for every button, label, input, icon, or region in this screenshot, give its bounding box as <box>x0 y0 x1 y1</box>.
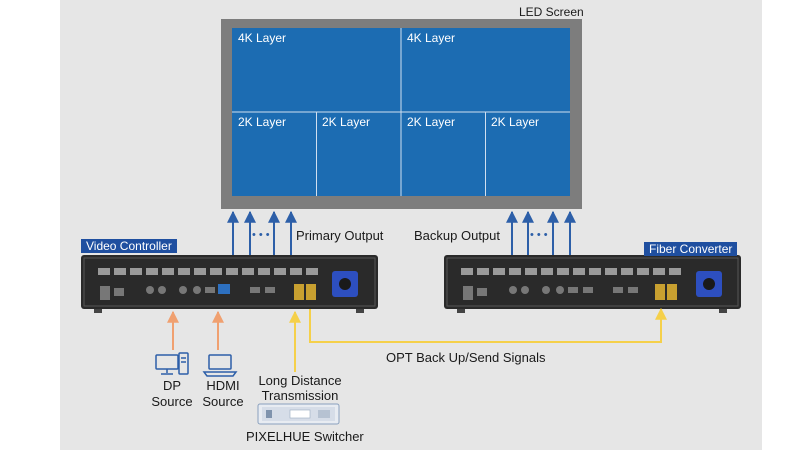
fiber-converter-device <box>444 255 741 313</box>
backup-output-label: Backup Output <box>414 228 500 243</box>
layer-label-4k-right: 4K Layer <box>407 31 456 45</box>
video-controller-label: Video Controller <box>81 239 177 253</box>
dp-source-label: DP Source <box>151 378 193 409</box>
long-distance-label: Long Distance Transmission <box>258 373 342 403</box>
fiber-converter-label: Fiber Converter <box>644 242 738 256</box>
layer-label-2k-1: 2K Layer <box>238 115 287 129</box>
layer-label-2k-3: 2K Layer <box>407 115 456 129</box>
opt-backup-line <box>309 307 667 343</box>
switcher-label: PIXELHUE Switcher <box>246 429 364 444</box>
primary-output-label: Primary Output <box>296 228 384 243</box>
desktop-icon <box>155 352 189 375</box>
layer-label-2k-4: 2K Layer <box>491 115 540 129</box>
backup-ellipsis: ••• <box>530 229 551 241</box>
led-screen-title: LED Screen <box>519 5 584 19</box>
hdmi-source-label: HDMI Source <box>202 378 244 409</box>
layer-label-4k-left: 4K Layer <box>238 31 287 45</box>
opt-signal-label: OPT Back Up/Send Signals <box>386 350 546 365</box>
layer-label-2k-2: 2K Layer <box>322 115 371 129</box>
backup-output-arrows <box>506 210 576 258</box>
primary-output-arrows <box>227 210 297 258</box>
led-screen-dividers <box>232 28 570 196</box>
pixelhue-switcher-device <box>257 403 340 425</box>
laptop-icon <box>202 354 238 377</box>
video-controller-device <box>81 255 378 313</box>
primary-ellipsis: ••• <box>252 229 273 241</box>
